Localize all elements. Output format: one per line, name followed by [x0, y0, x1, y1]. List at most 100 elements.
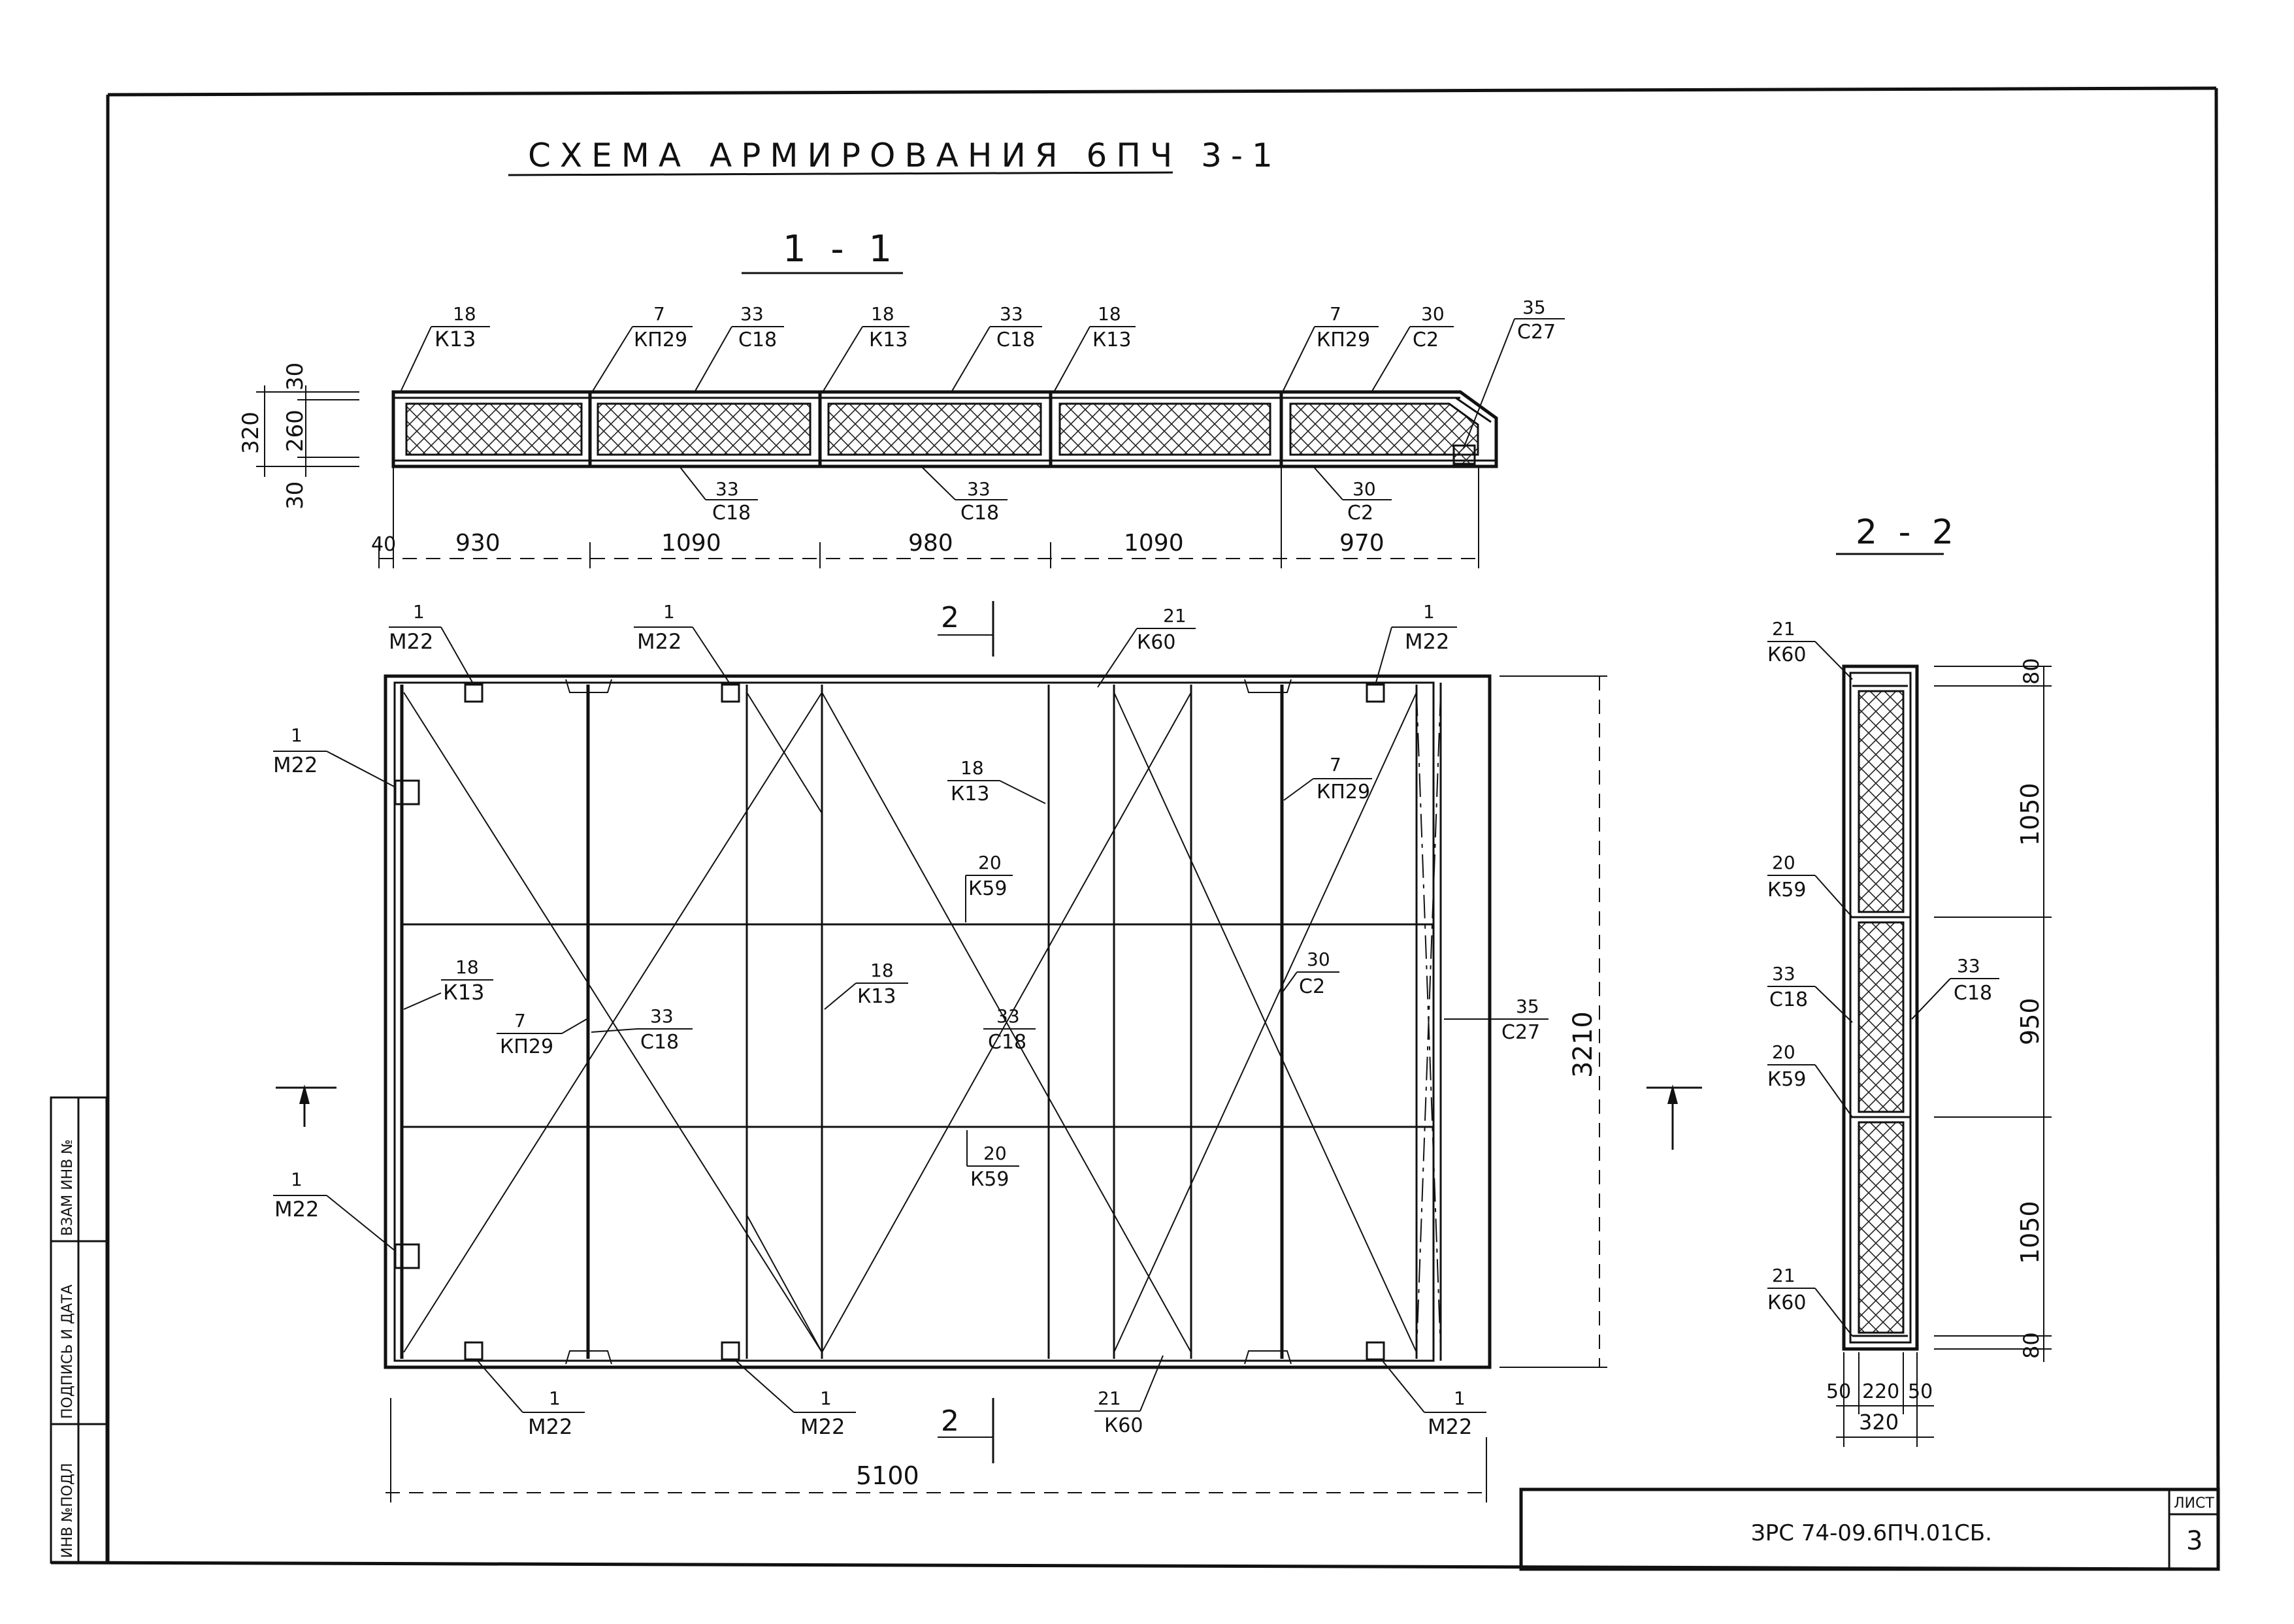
plan-callout-6: 18 К13	[947, 757, 1046, 805]
svg-text:К60: К60	[1137, 631, 1175, 654]
section-2-2-callout-5: 20 К59	[1767, 1041, 1853, 1118]
svg-text:С18: С18	[640, 1031, 679, 1054]
section-arrow-left	[276, 1084, 336, 1127]
plan-callout-15: 35 С27	[1444, 996, 1548, 1044]
svg-text:18: 18	[960, 757, 984, 779]
svg-text:С2: С2	[1413, 329, 1439, 351]
callout-1-1-t8: 30 С2	[1370, 303, 1454, 394]
section-2-2-callout-1: 21 К60	[1767, 618, 1853, 680]
svg-text:С2: С2	[1347, 502, 1373, 525]
svg-text:80: 80	[2019, 1332, 2044, 1359]
svg-text:К13: К13	[951, 783, 989, 805]
plan-view: 1 М22 1 М22 21 К60 1 М22 1 М22	[273, 601, 1702, 1502]
svg-text:С27: С27	[1501, 1021, 1540, 1044]
section-2-2-callout-6: 21 К60	[1767, 1265, 1853, 1337]
section-1-1-label: 1 - 1	[783, 228, 898, 270]
svg-text:950: 950	[2016, 998, 2044, 1045]
svg-text:33: 33	[740, 303, 764, 325]
svg-text:К59: К59	[970, 1168, 1009, 1191]
svg-text:7: 7	[1330, 303, 1341, 325]
svg-text:930: 930	[455, 530, 500, 557]
svg-text:970: 970	[1339, 530, 1385, 557]
svg-text:35: 35	[1516, 996, 1539, 1017]
section-marker-2-bottom: 2	[938, 1398, 994, 1463]
callout-1-1-t4: 18 К13	[821, 303, 909, 394]
section-2-2-vdims: 80 1050 950 1050 80	[1934, 658, 2052, 1362]
embedded-plates	[394, 679, 1385, 1365]
svg-text:33: 33	[1000, 303, 1023, 325]
plan-dim-height: 3210	[1499, 675, 1607, 1368]
section-2-2-callout-4: 33 С18	[1911, 955, 1999, 1020]
svg-text:С18: С18	[738, 329, 777, 351]
plan-callout-12: 18 К13	[824, 960, 908, 1010]
svg-text:С18: С18	[960, 502, 999, 525]
plan-callout-4: 1 М22	[1375, 601, 1457, 685]
page-title: СХЕМА АРМИРОВАНИЯ 6ПЧ 3-1	[528, 137, 1282, 174]
callout-1-1-t3: 33 С18	[693, 303, 784, 394]
svg-text:18: 18	[453, 303, 476, 325]
svg-text:30: 30	[282, 481, 308, 510]
svg-text:С2: С2	[1299, 975, 1325, 998]
svg-text:М22: М22	[389, 629, 433, 654]
svg-text:21: 21	[1163, 605, 1187, 626]
svg-text:1: 1	[291, 724, 303, 746]
callout-1-1-b3: 30 С2	[1313, 466, 1392, 525]
section-2-2-label: 2 - 2	[1856, 513, 1959, 552]
section-arrow-right	[1647, 1084, 1702, 1150]
svg-text:320: 320	[1859, 1410, 1899, 1435]
svg-text:20: 20	[983, 1143, 1007, 1164]
svg-text:18: 18	[1098, 303, 1121, 325]
svg-text:1050: 1050	[2016, 783, 2044, 846]
svg-text:ИНВ №ПОДЛ: ИНВ №ПОДЛ	[59, 1463, 76, 1558]
svg-text:30: 30	[1307, 949, 1330, 970]
plan-callout-13: 33 С18	[983, 1005, 1036, 1054]
svg-text:5100: 5100	[856, 1461, 919, 1490]
callout-1-1-t5: 33 С18	[950, 303, 1042, 394]
svg-text:18: 18	[871, 303, 894, 325]
plan-outline	[384, 674, 1492, 1369]
svg-text:21: 21	[1772, 618, 1795, 640]
svg-text:30: 30	[1352, 478, 1376, 500]
svg-text:33: 33	[1957, 955, 1980, 977]
svg-text:2: 2	[941, 1405, 959, 1438]
svg-text:М22: М22	[637, 629, 681, 654]
svg-text:40: 40	[371, 533, 396, 556]
section-2-2-callout-2: 20 К59	[1767, 852, 1853, 918]
plan-callout-17: 1 М22	[273, 1169, 396, 1252]
section-2-2: 2 - 2 21 К60 20 К59 33 С	[1767, 513, 2052, 1447]
svg-text:18: 18	[870, 960, 894, 981]
svg-text:К59: К59	[1767, 1068, 1806, 1091]
svg-text:К59: К59	[1767, 879, 1806, 901]
plan-dim-width: 5100	[385, 1398, 1490, 1502]
svg-text:М22: М22	[274, 1197, 319, 1222]
svg-text:К60: К60	[1767, 643, 1806, 666]
plan-callout-9: 18 К13	[403, 956, 493, 1010]
section-1-1: 1 - 1 18 К13	[238, 228, 1565, 568]
section-marker-2-top: 2	[938, 601, 994, 657]
svg-text:С18: С18	[1954, 982, 1992, 1005]
svg-text:К13: К13	[857, 985, 896, 1008]
svg-text:50: 50	[1826, 1380, 1851, 1403]
plan-callout-10: 7 КП29	[497, 1010, 587, 1058]
svg-text:7: 7	[653, 303, 665, 325]
svg-text:1: 1	[820, 1388, 832, 1409]
svg-text:КП29: КП29	[634, 329, 687, 351]
plan-callout-20: 21 К60	[1094, 1355, 1164, 1437]
svg-text:1: 1	[1423, 601, 1435, 623]
plan-callout-2: 1 М22	[634, 601, 731, 685]
svg-text:35: 35	[1522, 297, 1546, 318]
section-1-1-vdims: 320 30 260 30	[238, 363, 359, 510]
svg-text:33: 33	[1772, 963, 1795, 984]
callout-1-1-t6: 18 К13	[1053, 303, 1136, 394]
plan-callout-7: 7 КП29	[1283, 754, 1372, 804]
svg-text:20: 20	[978, 852, 1002, 873]
side-stamp: ИНВ №ПОДЛ ПОДПИСЬ И ДАТА ВЗАМ ИНВ №	[50, 1096, 108, 1564]
svg-text:7: 7	[1330, 754, 1341, 775]
insulation-blocks	[405, 402, 1479, 465]
svg-text:33: 33	[967, 478, 991, 500]
svg-text:1050: 1050	[2016, 1201, 2044, 1264]
plan-ribs	[400, 685, 1434, 1359]
svg-text:1: 1	[663, 601, 675, 623]
plan-callout-18: 1 М22	[476, 1359, 585, 1439]
